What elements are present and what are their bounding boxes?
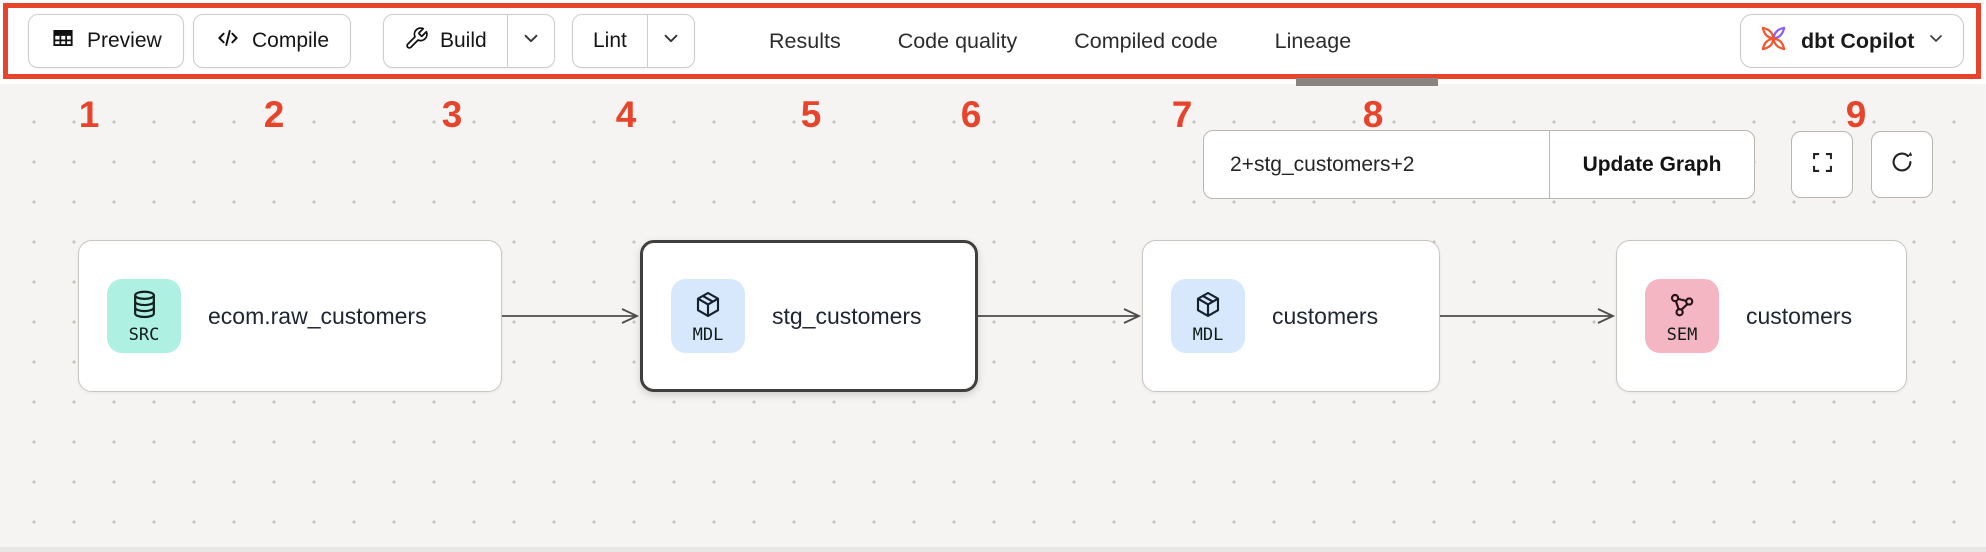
chevron-down-icon [520, 27, 542, 55]
badge-label: SRC [128, 325, 160, 345]
result-tabs: Results Code quality Compiled code Linea… [769, 0, 1351, 82]
table-icon [50, 25, 76, 57]
build-button-label: Build [440, 29, 487, 52]
annotation-number-4: 4 [615, 94, 637, 135]
button-divider [646, 15, 649, 67]
tab-lineage[interactable]: Lineage [1274, 28, 1352, 53]
node-ecom-raw-customers[interactable]: SRC ecom.raw_customers [78, 240, 502, 392]
annotation-number-2: 2 [263, 94, 285, 135]
node-stg-customers[interactable]: MDL stg_customers [640, 240, 978, 392]
dbt-logo-icon [1758, 23, 1789, 60]
annotation-number-8: 8 [1362, 94, 1384, 135]
node-title: stg_customers [772, 302, 922, 329]
wrench-icon [404, 26, 429, 57]
node-title: ecom.raw_customers [208, 302, 427, 329]
preview-button[interactable]: Preview [28, 14, 184, 68]
button-divider [506, 15, 509, 67]
editor-toolbar: Preview Compile Build [0, 0, 1986, 84]
annotation-number-6: 6 [960, 94, 982, 135]
lint-button[interactable]: Lint [573, 15, 647, 67]
node-customers-semantic[interactable]: SEM customers [1616, 240, 1907, 392]
selector-divider [1548, 131, 1550, 198]
annotation-number-1: 1 [78, 94, 100, 135]
lineage-tab-underline [1296, 78, 1438, 86]
source-badge: SRC [107, 279, 181, 353]
tab-compiled-code[interactable]: Compiled code [1074, 28, 1218, 53]
fullscreen-icon [1809, 149, 1836, 181]
model-badge: MDL [1171, 279, 1245, 353]
semantic-badge: SEM [1645, 279, 1719, 353]
cube-icon [692, 289, 724, 326]
chevron-down-icon [1926, 28, 1946, 54]
annotation-number-5: 5 [800, 94, 822, 135]
model-badge: MDL [671, 279, 745, 353]
annotation-number-9: 9 [1845, 94, 1867, 135]
build-dropdown-button[interactable] [508, 15, 554, 67]
database-icon [128, 288, 161, 326]
compile-button[interactable]: Compile [193, 14, 352, 68]
tab-results[interactable]: Results [769, 28, 841, 53]
lint-split-button: Lint [572, 14, 696, 68]
build-split-button: Build [383, 14, 556, 68]
node-customers-model[interactable]: MDL customers [1142, 240, 1440, 392]
lineage-selector-group: Update Graph [1203, 130, 1755, 199]
fullscreen-button[interactable] [1791, 131, 1853, 198]
lineage-selector-input[interactable] [1204, 131, 1549, 198]
badge-label: SEM [1666, 324, 1698, 345]
tab-code-quality[interactable]: Code quality [897, 28, 1018, 53]
chevron-down-icon [660, 27, 682, 55]
annotation-number-7: 7 [1171, 94, 1193, 135]
cube-icon [1192, 289, 1224, 326]
update-graph-button[interactable]: Update Graph [1550, 131, 1754, 198]
badge-label: MDL [692, 324, 724, 345]
lint-dropdown-button[interactable] [648, 15, 694, 67]
lint-button-label: Lint [593, 29, 627, 52]
preview-button-label: Preview [87, 29, 162, 52]
build-button[interactable]: Build [384, 15, 507, 67]
refresh-icon [1888, 148, 1916, 181]
copilot-label: dbt Copilot [1801, 28, 1915, 53]
code-icon [215, 25, 241, 57]
semantic-model-icon [1666, 289, 1698, 326]
node-title: customers [1746, 302, 1853, 329]
dbt-copilot-button[interactable]: dbt Copilot [1740, 14, 1965, 68]
bottom-edge-strip [0, 547, 1986, 552]
badge-label: MDL [1192, 324, 1224, 345]
annotation-number-3: 3 [441, 94, 463, 135]
node-title: customers [1272, 302, 1379, 329]
compile-button-label: Compile [252, 29, 330, 52]
refresh-button[interactable] [1871, 131, 1933, 198]
